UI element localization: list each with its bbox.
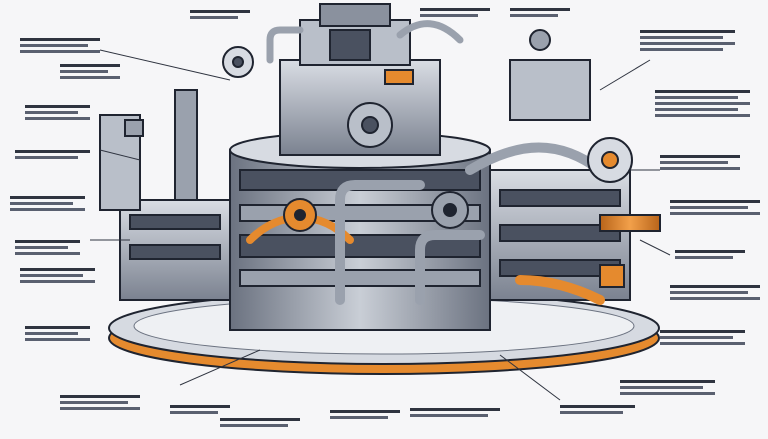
annotation-line [510,14,558,17]
gear-icon [283,102,469,232]
annotation-line [60,395,140,398]
annotation-line [620,392,715,395]
annotation-line [655,96,738,99]
annotation-line [510,8,570,11]
annotation-line [60,70,108,73]
annotation-line [60,401,128,404]
annotation-line [20,274,83,277]
annotation-line [420,14,478,17]
annotation-line [420,8,490,11]
annotation-line [20,38,100,41]
annotation-line [670,291,748,294]
annotation-line [20,44,88,47]
annotation-line [670,297,760,300]
annotation-line [655,114,750,117]
annotation-line [640,48,723,51]
annotation-line [675,256,733,259]
annotation-line [620,386,703,389]
annotation-line [620,380,715,383]
annotation-line [660,161,728,164]
annotation-line [15,150,90,153]
annotation-line [170,411,218,414]
right-module [489,59,661,301]
wheel-icon [222,29,633,183]
valve-icon [124,69,625,288]
annotation-line [410,408,500,411]
annotation-line [10,202,73,205]
annotation-line [190,10,250,13]
annotation-line [675,250,745,253]
annotation-line [660,167,740,170]
annotation-line [660,342,745,345]
annotation-line [15,252,80,255]
annotation-line [20,268,95,271]
annotation-line [25,326,90,329]
annotation-line [10,196,85,199]
annotation-line [20,280,95,283]
annotation-line [25,111,78,114]
annotation-line [10,208,85,211]
annotation-line [560,405,635,408]
annotation-line [655,102,750,105]
annotation-line [640,30,735,33]
annotation-line [60,407,140,410]
annotation-line [670,200,760,203]
annotation-line [560,411,623,414]
annotation-line [330,410,400,413]
annotation-line [220,424,288,427]
annotation-line [60,64,120,67]
annotation-line [190,16,238,19]
annotation-line [660,330,745,333]
annotation-line [640,36,723,39]
annotation-line [20,50,100,53]
annotation-line [410,414,488,417]
left-module [99,89,231,301]
annotation-line [15,156,78,159]
annotation-line [670,285,760,288]
leader-lines [90,49,671,401]
annotation-line [655,90,750,93]
annotation-line [25,332,78,335]
annotation-line [670,206,748,209]
annotation-line [25,338,90,341]
annotation-line [25,117,90,120]
annotation-line [330,416,388,419]
annotation-line [670,212,760,215]
annotation-line [640,42,735,45]
annotation-line [170,405,230,408]
annotation-line [655,108,738,111]
annotation-line [25,105,90,108]
annotation-labels [10,8,760,427]
annotation-line [15,246,68,249]
annotation-line [60,76,120,79]
annotation-line [660,336,733,339]
annotation-line [660,155,740,158]
annotation-line [220,418,300,421]
annotation-line [15,240,80,243]
